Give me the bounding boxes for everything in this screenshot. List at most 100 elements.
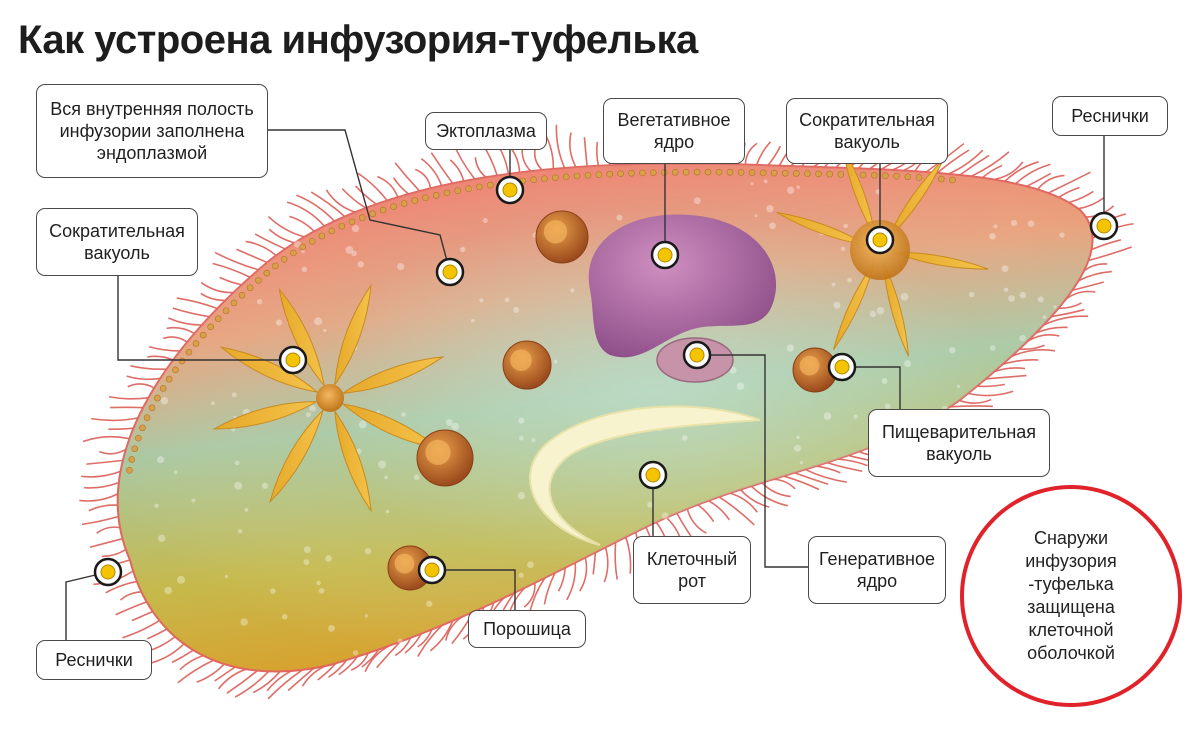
ectoplasm-bead — [793, 170, 800, 177]
granule — [303, 546, 311, 554]
ectoplasm-bead — [737, 169, 745, 176]
ectoplasm-bead — [770, 169, 778, 177]
granule — [256, 299, 263, 305]
ectoplasm-bead — [938, 175, 945, 183]
label-cell-mouth: Клеточный рот — [633, 536, 751, 604]
cilium — [394, 162, 421, 192]
granule — [853, 414, 858, 419]
cilium — [985, 374, 1027, 380]
cilium — [286, 201, 325, 227]
ectoplasm-bead — [759, 169, 767, 177]
cilium — [166, 326, 195, 335]
granule — [949, 347, 956, 354]
vacuole-ray — [341, 356, 445, 394]
ectoplasm-bead — [804, 170, 811, 177]
granule — [328, 624, 335, 632]
ectoplasm-bead — [348, 218, 356, 226]
digestive-vacuoles — [387, 210, 838, 591]
ectoplasm-bead — [606, 170, 614, 178]
granule — [459, 246, 466, 253]
granule — [840, 246, 846, 251]
granule — [956, 384, 961, 389]
leader-line — [117, 276, 293, 361]
cilium — [357, 172, 388, 202]
pointer-marker-dot — [657, 247, 673, 263]
cilium — [252, 670, 281, 694]
granule — [1059, 232, 1065, 238]
cilium — [739, 489, 770, 508]
ectoplasm-bead — [154, 394, 161, 402]
label-ectoplasm: Эктоплазма — [425, 112, 547, 150]
ectoplasm-bead — [238, 291, 246, 299]
pointer-marker-dot — [834, 359, 850, 375]
cilium — [234, 670, 270, 698]
cilium — [1051, 308, 1085, 318]
cilium — [804, 468, 847, 483]
cilium — [147, 643, 185, 665]
ectoplasm-bead — [135, 434, 142, 442]
granule — [351, 224, 360, 233]
ectoplasm-bead — [379, 206, 387, 214]
vacuole-ray — [833, 262, 875, 350]
cilium — [81, 470, 121, 478]
vacuole-ray — [334, 409, 372, 513]
cilium — [579, 557, 588, 592]
granule — [616, 214, 623, 221]
leader-line — [432, 569, 516, 610]
granule — [1019, 334, 1026, 342]
cilium — [91, 417, 139, 422]
ectoplasm-bead — [148, 404, 156, 412]
cilium — [268, 228, 295, 244]
cilium — [266, 670, 292, 692]
cilium — [976, 383, 1006, 388]
cilium — [404, 633, 422, 654]
cilium — [328, 659, 348, 678]
granule — [786, 344, 795, 352]
ectoplasm-bead — [650, 169, 657, 176]
ectoplasm-bead — [165, 375, 173, 383]
granule — [1008, 295, 1016, 302]
granule — [766, 205, 774, 213]
granule — [884, 403, 891, 410]
cilium — [200, 292, 226, 302]
cilium — [750, 485, 789, 507]
ectoplasm-bead — [126, 467, 133, 474]
cilium — [993, 367, 1026, 373]
granule — [164, 586, 172, 595]
cilium — [1019, 344, 1045, 351]
pointer-marker-dot — [689, 347, 705, 363]
cilium — [993, 161, 1024, 181]
granule — [378, 460, 387, 469]
ectoplasm-bead — [290, 249, 297, 257]
cilium — [1026, 172, 1052, 188]
cilium — [377, 175, 399, 198]
cilium — [569, 132, 577, 168]
ectoplasm-bead — [172, 366, 179, 374]
granule — [518, 417, 525, 424]
ectoplasm-bead — [246, 284, 254, 292]
cilium — [1072, 281, 1104, 292]
granule — [900, 292, 909, 301]
cilium — [708, 499, 730, 521]
ectoplasm-bead — [159, 385, 167, 392]
ectoplasm-bead — [682, 168, 690, 176]
granule — [993, 224, 998, 229]
ectoplasm-bead — [815, 170, 822, 178]
ectoplasm-bead — [748, 169, 756, 176]
label-pore: Порошица — [468, 610, 586, 648]
granule — [244, 507, 249, 512]
granule — [1053, 305, 1057, 309]
granule — [570, 288, 575, 293]
ectoplasm-bead — [693, 168, 701, 176]
granule — [173, 470, 178, 475]
ectoplasm-bead — [837, 171, 845, 178]
cilium — [99, 448, 127, 455]
cilium — [1088, 246, 1132, 262]
granule — [231, 392, 237, 398]
leader-line — [65, 571, 109, 640]
ectoplasm-bead — [131, 445, 139, 453]
granule — [823, 412, 832, 421]
cilium — [1010, 349, 1056, 358]
cilium — [81, 515, 119, 526]
granule — [275, 319, 283, 326]
